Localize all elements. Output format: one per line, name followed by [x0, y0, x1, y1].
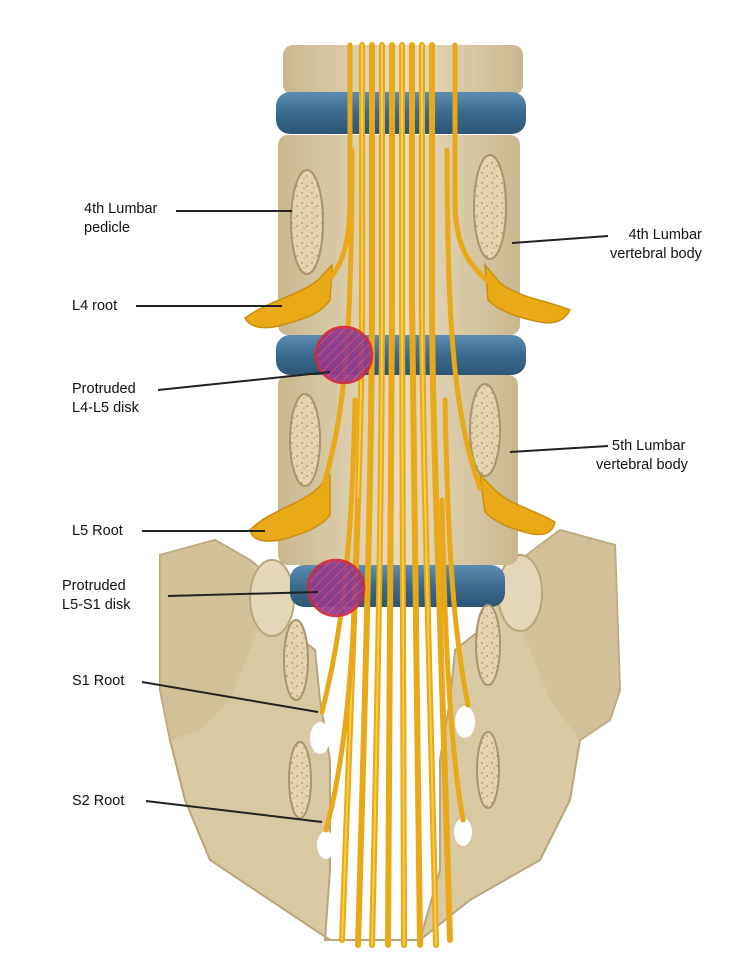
l4-left-root [244, 262, 333, 329]
label-l5-root: L5 Root [72, 523, 123, 539]
l5-right-root [478, 472, 556, 536]
s1-left-foramen [310, 722, 330, 754]
label-s2-root: S2 Root [72, 793, 125, 809]
l5-left-pedicle [289, 393, 321, 487]
l5-left-root [249, 473, 331, 542]
s1-left-mass [283, 619, 309, 701]
l4-left-pedicle [290, 169, 324, 275]
s2-right-foramen [454, 818, 472, 846]
l5-right-pedicle [469, 383, 501, 477]
s2-left-mass [288, 741, 312, 819]
label-l4-root: L4 root [72, 298, 118, 314]
label-s1-root: S1 Root [72, 673, 125, 689]
pointer-lines [136, 210, 609, 823]
s2-left-foramen [317, 831, 335, 859]
left-facet [249, 559, 295, 637]
cauda-equina [317, 42, 495, 948]
l4-l5-protrusion [314, 325, 374, 385]
s2-right-mass [476, 731, 500, 809]
s1-right-foramen [455, 706, 475, 738]
label-l5-s1-disk: Protruded L5-S1 disk [62, 578, 131, 613]
l4-right-root [484, 262, 572, 324]
label-l5-vertebral-body: 5th Lumbar vertebral body [596, 438, 688, 473]
s1-right-mass [475, 604, 501, 686]
l4-right-pedicle [473, 154, 507, 260]
l5-s1-protrusion [306, 558, 366, 618]
label-l4-vertebral-body: 4th Lumbar vertebral body [610, 227, 702, 262]
label-l4-l5-disk: Protruded L4-L5 disk [72, 381, 139, 416]
label-l4-pedicle: 4th Lumbar pedicle [84, 201, 158, 236]
